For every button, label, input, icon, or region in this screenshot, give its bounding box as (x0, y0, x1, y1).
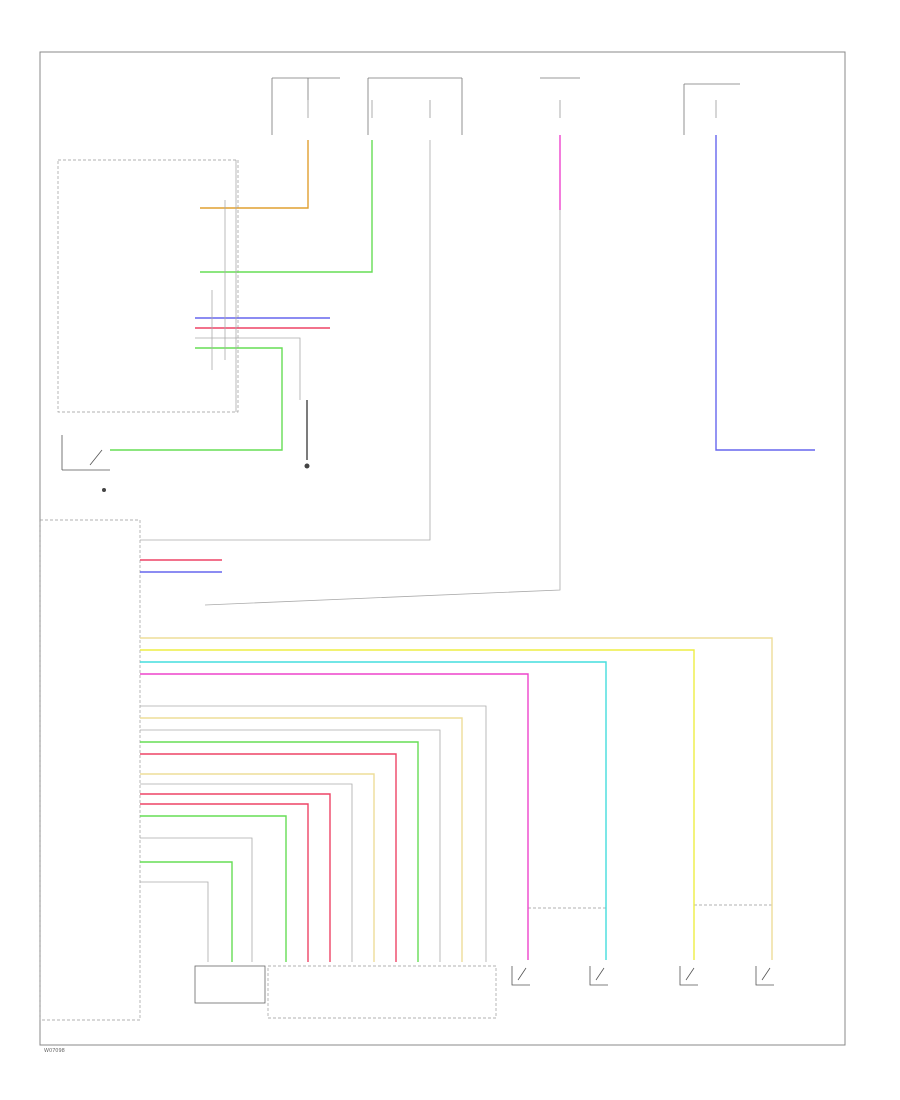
wire-red-25 (140, 753, 397, 962)
panel-meter (61, 435, 110, 492)
wire-gray-31 (140, 837, 253, 962)
wire-orange-1 (200, 140, 309, 209)
optical-sensor-box (194, 965, 266, 1004)
diagram-border (39, 51, 846, 1046)
fuse-stubs (307, 100, 717, 118)
wire-tan-26 (140, 773, 375, 962)
wire-red-29 (140, 803, 309, 962)
door-sensor-1 (511, 966, 530, 986)
ground-symbol (304, 463, 310, 469)
diagram-id: W07098 (44, 1048, 65, 1054)
wire-yellow-18 (140, 649, 695, 960)
wire-gray-11 (140, 140, 431, 541)
wire-gray-27 (140, 783, 353, 962)
wire-gray-9 (204, 210, 561, 606)
wire-green-6 (110, 347, 283, 451)
wire-gray-33 (140, 881, 209, 962)
wire-tan-22 (140, 717, 463, 962)
wire-gray-21 (140, 705, 487, 962)
wire-green-24 (140, 741, 419, 962)
top-connector-block-1 (271, 77, 340, 135)
wire-green-2 (200, 140, 373, 273)
wire-cyan-19 (140, 661, 607, 960)
wire-red-28 (140, 793, 331, 962)
wire-green-32 (140, 861, 233, 962)
wire-green-30 (140, 815, 287, 962)
wire-tan-17 (140, 637, 773, 960)
top-connector-block-2 (367, 77, 463, 135)
door-sensor-3 (679, 966, 698, 986)
wire-gray-23 (140, 729, 441, 962)
wire-gray-5 (195, 337, 301, 400)
left-module-outline (57, 159, 239, 413)
wire-group (110, 135, 815, 962)
wire-pink-20 (140, 673, 529, 960)
door-sensor-2 (589, 966, 608, 986)
door-sensor-4 (755, 966, 774, 986)
harness-connector-box (267, 965, 497, 1019)
main-module-outline (39, 519, 141, 1021)
wire-blue-10 (715, 135, 815, 451)
top-connector-block-4 (683, 83, 740, 135)
